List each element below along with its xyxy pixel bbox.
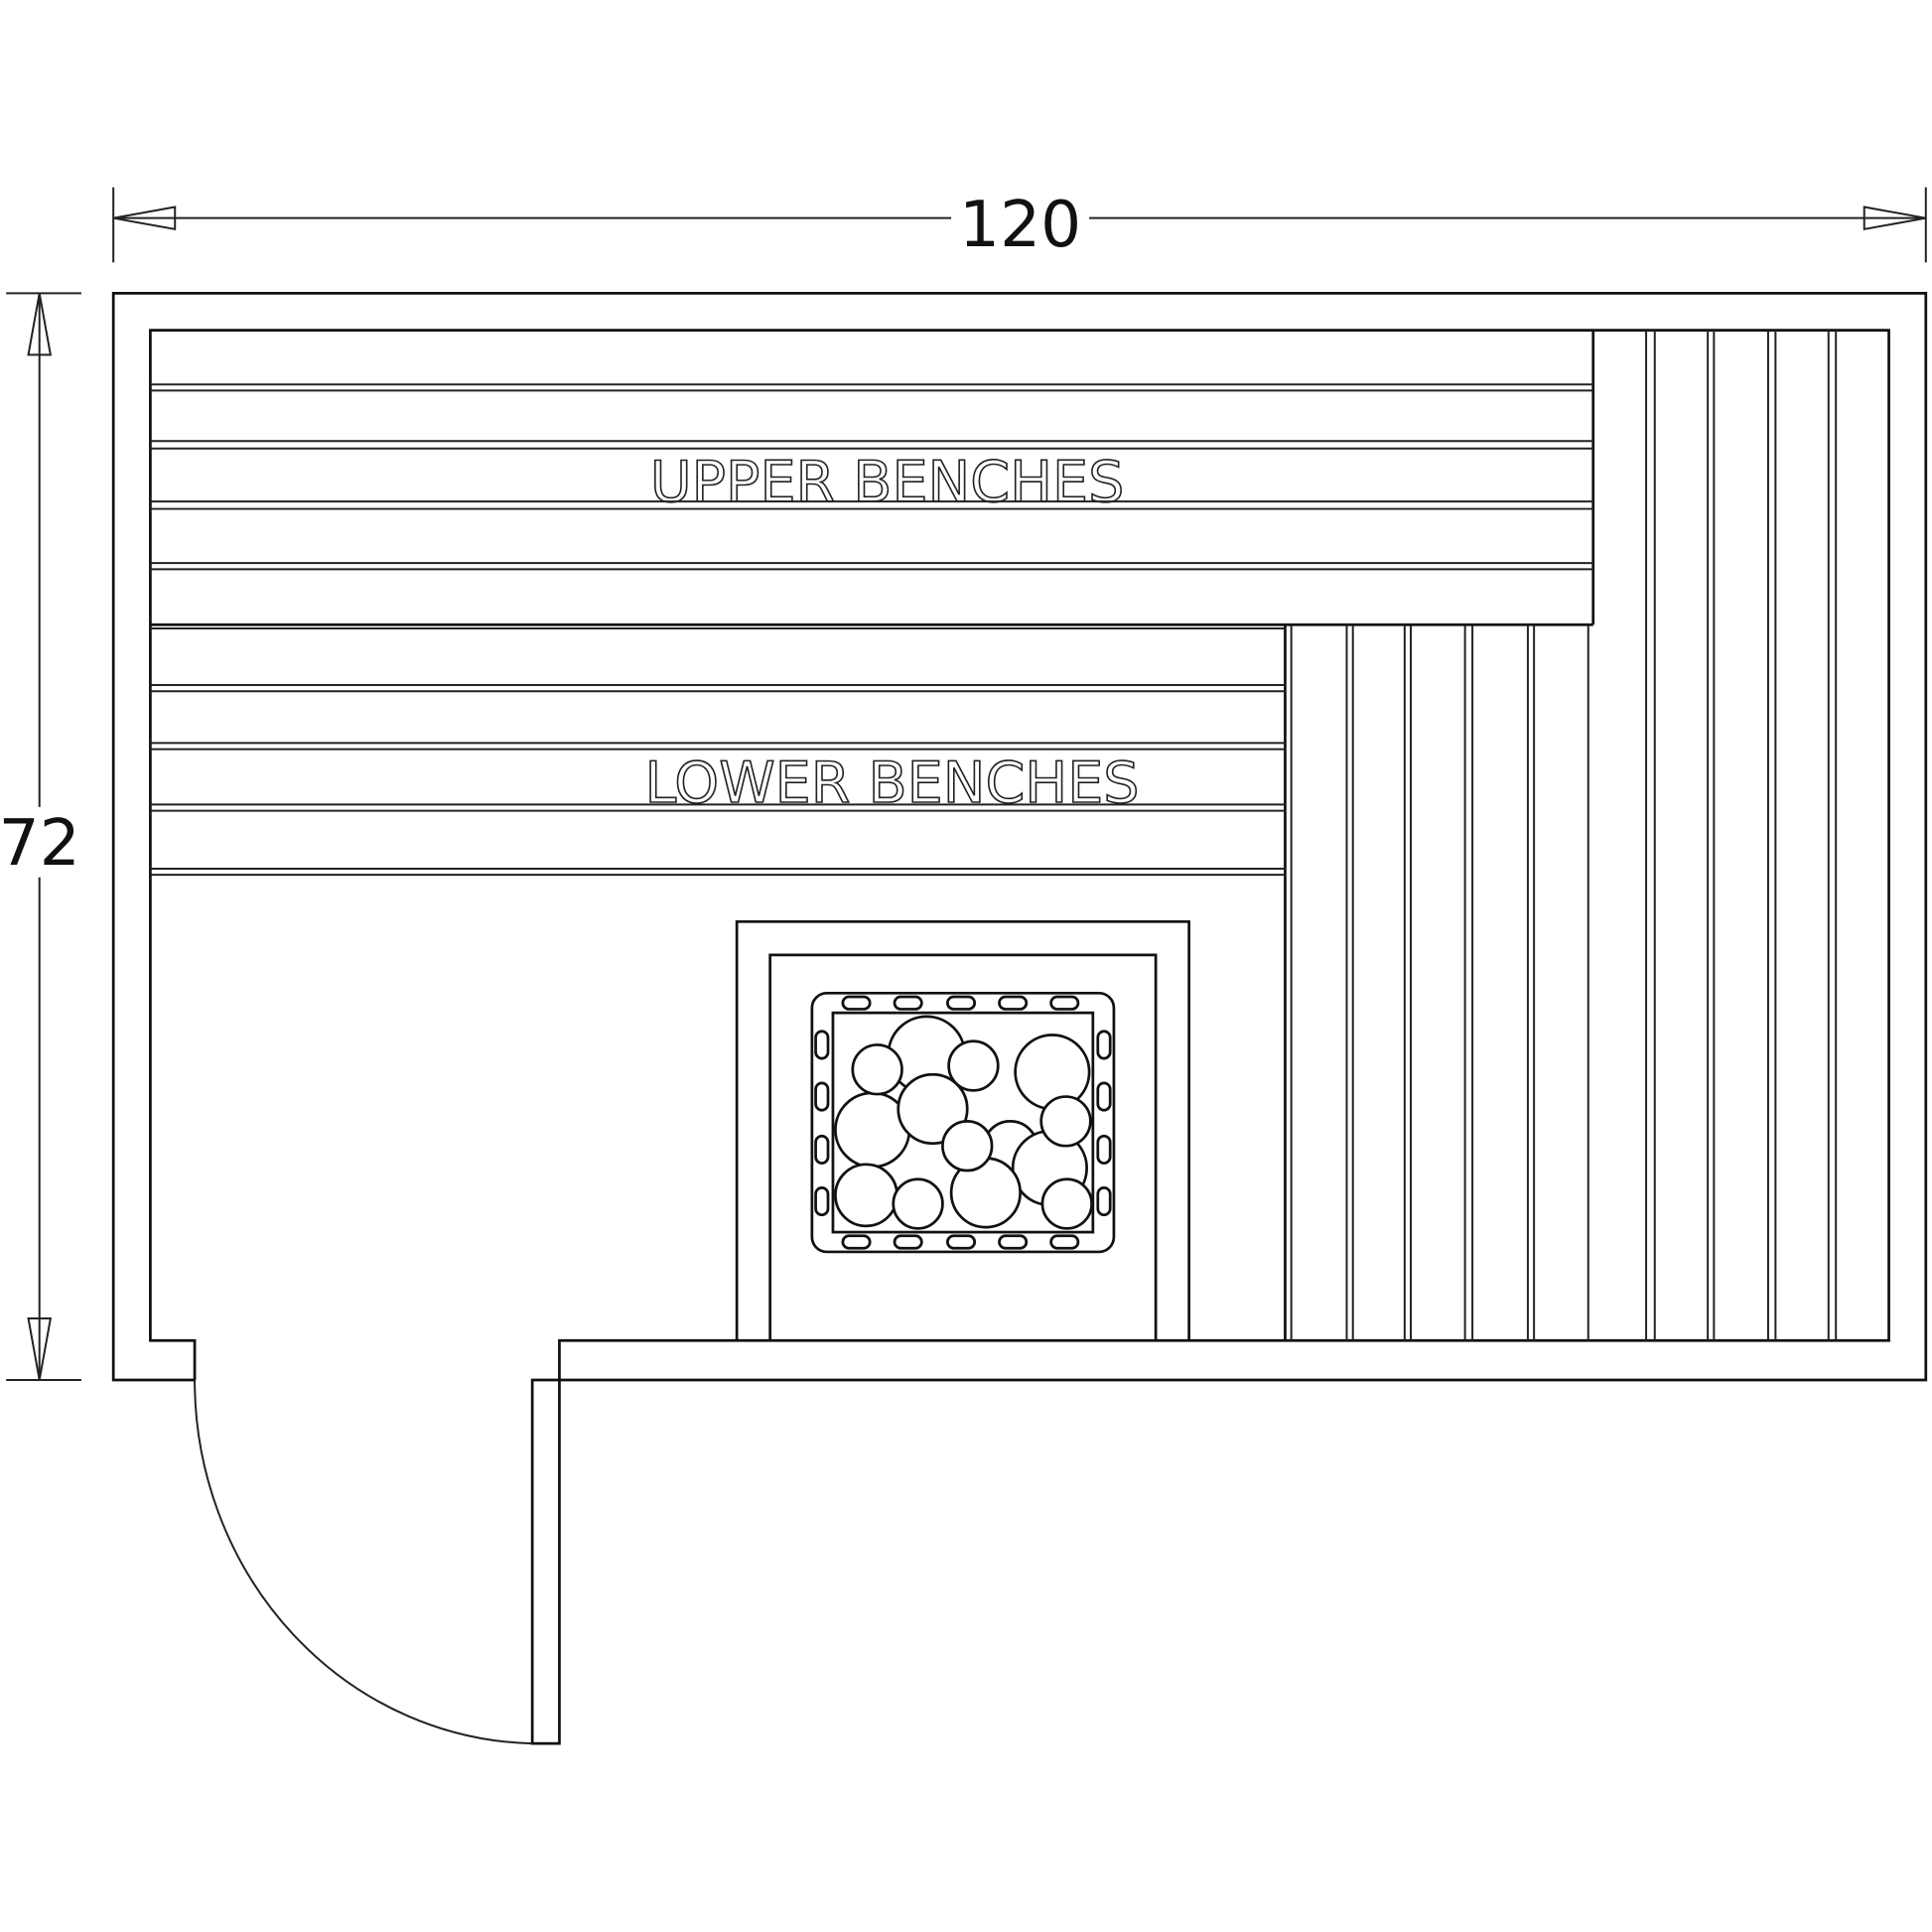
stone xyxy=(851,1043,903,1096)
lower-benches: LOWER BENCHES xyxy=(150,624,1589,1341)
stone xyxy=(892,1177,944,1230)
lower-benches-label: LOWER BENCHES xyxy=(645,751,1140,816)
grill-slot xyxy=(946,1234,977,1250)
upper-benches: UPPER BENCHES xyxy=(150,330,1838,1341)
stone xyxy=(834,1163,898,1228)
stone xyxy=(1014,1034,1091,1111)
grill-slot xyxy=(814,1186,830,1217)
grill-slot xyxy=(841,995,872,1011)
stone xyxy=(1039,1095,1092,1148)
upper-benches-label: UPPER BENCHES xyxy=(650,450,1124,515)
arrow-left-icon xyxy=(113,206,177,231)
grill-slot xyxy=(998,995,1029,1011)
arrow-down-icon xyxy=(27,1316,53,1381)
grill-slot xyxy=(814,1081,830,1112)
grill-slot xyxy=(998,1234,1029,1250)
grill-slot xyxy=(814,1030,830,1060)
grill-slot xyxy=(1096,1081,1112,1112)
depth-dimension: 72 xyxy=(0,292,81,1381)
stone xyxy=(897,1072,969,1146)
sauna-heater xyxy=(735,919,1190,1341)
walls xyxy=(111,292,1928,1745)
stone xyxy=(947,1039,1000,1092)
stone xyxy=(1040,1177,1093,1230)
grill-slot xyxy=(946,995,977,1011)
heater-stones xyxy=(834,1015,1093,1230)
arrow-up-icon xyxy=(27,293,53,356)
door-swing-arc xyxy=(194,1379,533,1745)
grill-slot xyxy=(893,995,923,1011)
grill-slot xyxy=(841,1234,872,1250)
arrow-right-icon xyxy=(1863,206,1926,231)
grill-slot xyxy=(1049,1234,1080,1250)
grill-slot xyxy=(1096,1030,1112,1060)
heater-grill xyxy=(814,995,1112,1250)
grill-slot xyxy=(1096,1134,1112,1165)
grill-slot xyxy=(1096,1186,1112,1217)
depth-label: 72 xyxy=(0,806,80,881)
width-label: 120 xyxy=(959,188,1081,262)
grill-slot xyxy=(893,1234,923,1250)
width-dimension: 120 xyxy=(112,187,1927,263)
grill-slot xyxy=(1049,995,1080,1011)
grill-slot xyxy=(814,1134,830,1165)
stone xyxy=(941,1120,994,1173)
